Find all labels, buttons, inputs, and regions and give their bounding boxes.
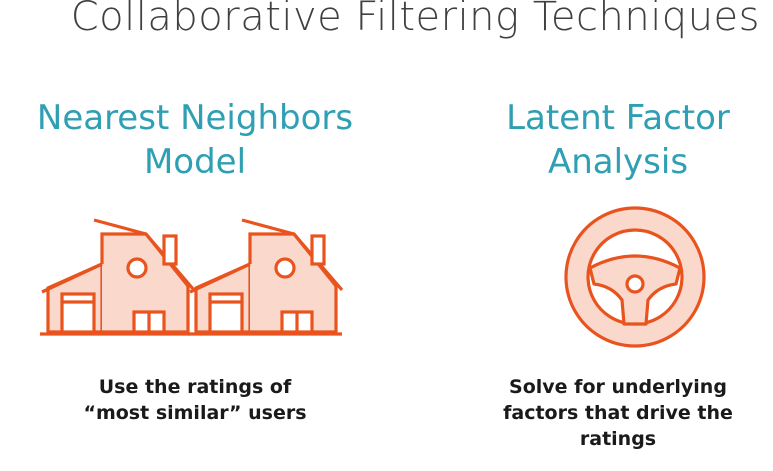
latent-factor-heading: Latent Factor Analysis [468, 96, 768, 184]
heading-line: Latent Factor [506, 98, 730, 138]
nearest-neighbors-column: Nearest Neighbors Model [0, 96, 390, 426]
latent-factor-caption: Solve for underlying factors that drive … [468, 374, 768, 452]
houses-icon [40, 218, 344, 336]
caption-line: factors that drive the [503, 402, 733, 424]
slide-title: Collaborative Filtering Techniques [70, 0, 760, 40]
nearest-neighbors-caption: Use the ratings of “most similar” users [0, 374, 390, 426]
heading-line: Model [143, 142, 247, 182]
heading-line: Nearest Neighbors [36, 98, 354, 138]
caption-line: ratings [579, 428, 657, 450]
nearest-neighbors-heading: Nearest Neighbors Model [0, 96, 390, 184]
caption-line: Solve for underlying [509, 376, 727, 398]
caption-line: “most similar” users [83, 402, 307, 424]
steering-wheel-icon [564, 206, 706, 348]
latent-factor-column: Latent Factor Analysis Solve for underly… [468, 0, 773, 471]
heading-line: Analysis [547, 142, 689, 182]
caption-line: Use the ratings of [98, 376, 292, 398]
